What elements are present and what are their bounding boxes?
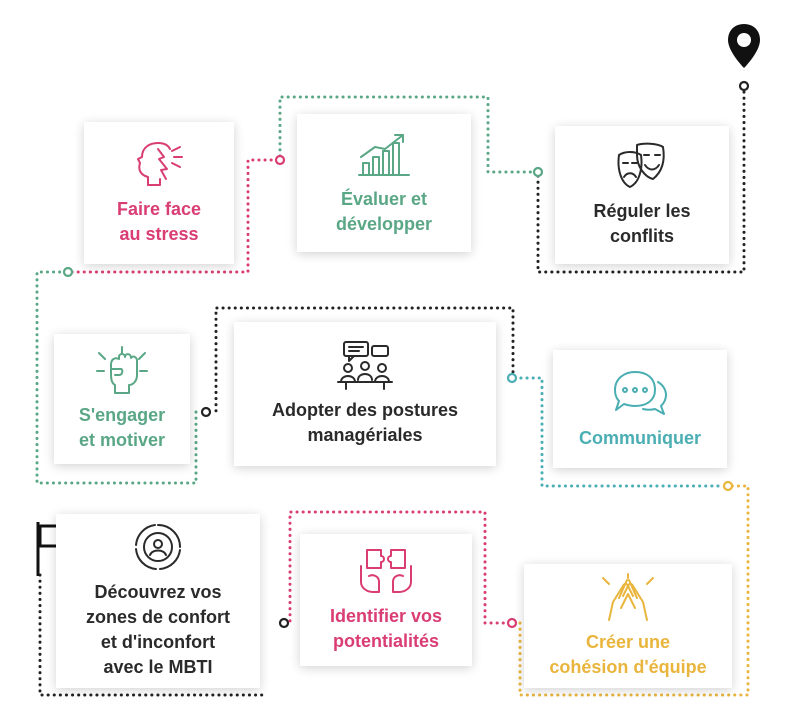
step-card-mbti: Découvrez vos zones de confort et d'inco… (56, 514, 260, 688)
path-node (278, 617, 290, 629)
path-segment (278, 95, 536, 174)
step-card-management: Adopter des postures managériales (234, 322, 496, 466)
step-card-potential: Identifier vos potentialités (300, 534, 472, 666)
path-segment (518, 484, 750, 697)
step-label: Créer une cohésion d'équipe (549, 632, 707, 677)
path-segment (210, 306, 515, 414)
path-segment (536, 88, 746, 274)
path-node (506, 617, 518, 629)
speech-bubbles-icon (614, 370, 667, 415)
path-segment (70, 158, 278, 274)
meeting-icon (337, 341, 393, 390)
path-node (722, 480, 734, 492)
step-card-engage: S'engager et motiver (54, 334, 190, 464)
step-label: Faire face au stress (116, 199, 202, 244)
step-label: Adopter des postures managériales (271, 400, 459, 445)
stress-head-icon (137, 142, 183, 186)
step-card-stress: Faire face au stress (84, 122, 234, 264)
path-node (532, 166, 544, 178)
step-label: Évaluer et développer (335, 189, 433, 234)
growth-chart-icon (358, 134, 410, 176)
step-card-conflicts: Réguler les conflits (555, 126, 729, 264)
profile-target-icon (135, 524, 181, 570)
step-label: Réguler les conflits (593, 201, 691, 246)
map-pin-icon (728, 24, 760, 68)
step-card-cohesion: Créer une cohésion d'équipe (524, 564, 732, 688)
step-label: Découvrez vos zones de confort et d'inco… (85, 582, 230, 677)
step-label: Identifier vos potentialités (329, 606, 443, 651)
step-label: S'engager et motiver (78, 405, 166, 450)
joined-hands-icon (602, 573, 654, 621)
path-segment (38, 573, 266, 697)
theater-masks-icon (617, 142, 665, 188)
raised-fist-icon (96, 346, 148, 394)
path-node (274, 154, 286, 166)
path-segment (35, 270, 198, 485)
step-label: Communiquer (578, 427, 701, 448)
path-node (738, 80, 750, 92)
path-node (506, 372, 518, 384)
step-card-communicate: Communiquer (553, 350, 727, 468)
puzzle-hands-icon (360, 549, 412, 593)
path-segment (284, 510, 507, 625)
path-node (200, 406, 212, 418)
step-card-evaluate: Évaluer et développer (297, 114, 471, 252)
path-node (62, 266, 74, 278)
